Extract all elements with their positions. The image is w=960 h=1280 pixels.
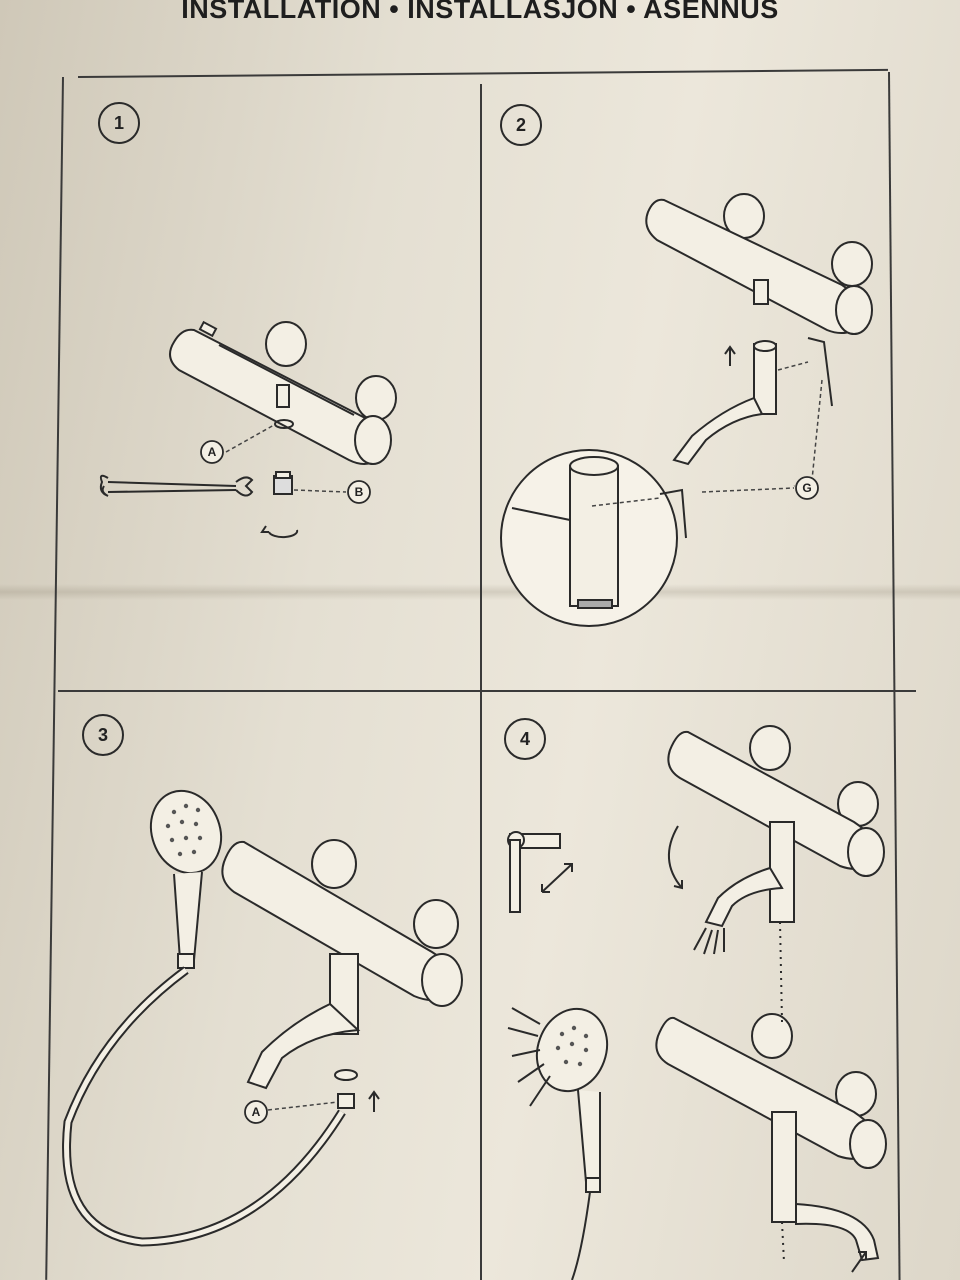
frame-middle-vertical (480, 84, 482, 1280)
part-label-a-step3: A (252, 1105, 261, 1119)
step-4-number: 4 (504, 718, 546, 760)
step-2-number: 2 (500, 104, 542, 146)
step-1-number: 1 (98, 102, 140, 144)
step-2-illustration: G (500, 193, 873, 627)
step-1-illustration: A B (99, 320, 397, 539)
page-title: INSTALLATION • INSTALLASJON • ASENNUS (181, 0, 779, 24)
step-3-number: 3 (82, 714, 124, 756)
step-3-illustration: A (62, 789, 463, 1247)
part-label-g: G (802, 481, 811, 495)
part-label-b: B (355, 485, 364, 499)
part-label-a: A (208, 445, 217, 459)
step-4-illustration (507, 725, 887, 1280)
frame-middle-horizontal (58, 690, 916, 692)
